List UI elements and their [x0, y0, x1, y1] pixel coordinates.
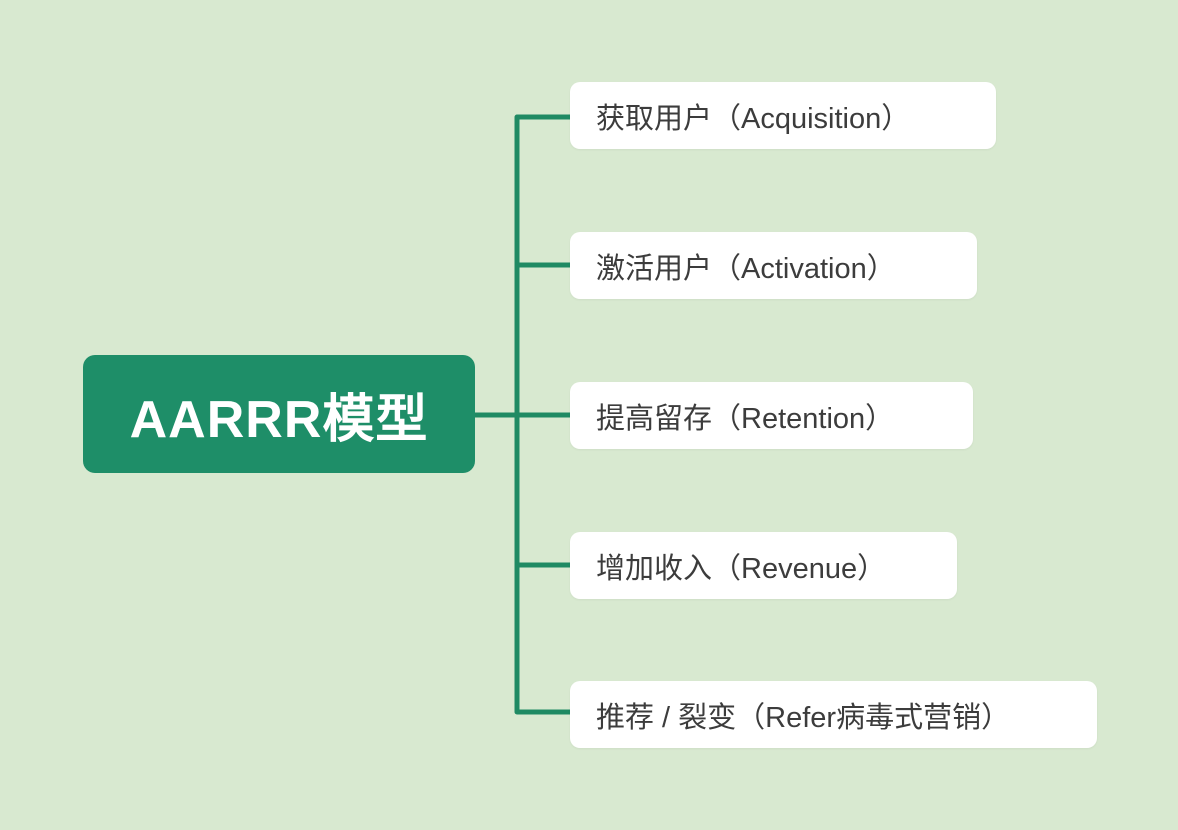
branch-node-referral[interactable]: 推荐 / 裂变（Refer病毒式营销） — [570, 681, 1097, 748]
branch-node-label: 增加收入（Revenue） — [596, 552, 887, 585]
branch-node-label: 获取用户（Acquisition） — [596, 102, 911, 135]
root-node-label: AARRR模型 — [129, 390, 429, 449]
branch-node-activation[interactable]: 激活用户（Activation） — [570, 232, 977, 299]
root-node-aarrr[interactable]: AARRR模型 — [83, 355, 475, 473]
branch-node-revenue[interactable]: 增加收入（Revenue） — [570, 532, 957, 599]
branch-node-label: 激活用户（Activation） — [596, 252, 896, 285]
branch-node-label: 推荐 / 裂变（Refer病毒式营销） — [596, 701, 1011, 734]
branch-node-retention[interactable]: 提高留存（Retention） — [570, 382, 973, 449]
branch-trunk-line — [514, 114, 570, 715]
branch-node-acquisition[interactable]: 获取用户（Acquisition） — [570, 82, 996, 149]
branch-node-label: 提高留存（Retention） — [596, 402, 895, 435]
